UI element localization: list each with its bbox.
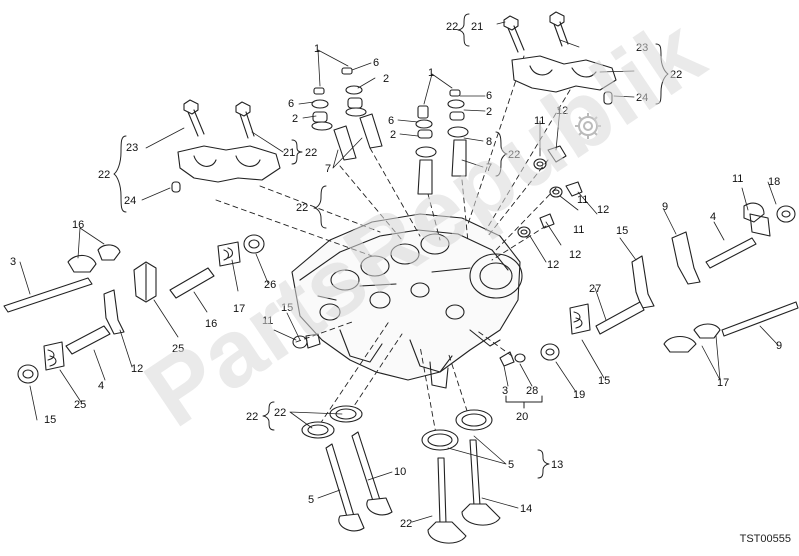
braces [113, 13, 669, 479]
callout: 13 [551, 459, 563, 471]
valve-spring-group-left [311, 67, 383, 161]
callout: 12 [569, 249, 581, 261]
callout: 6 [486, 90, 492, 102]
cylinder-head [291, 213, 523, 389]
valve-spring-group-right [415, 89, 469, 195]
callout: 27 [589, 283, 601, 295]
callout: 11 [534, 115, 545, 127]
callout: 16 [72, 219, 84, 231]
callout: 25 [74, 399, 86, 411]
callout: 22 [400, 518, 412, 530]
callout: 21 [471, 21, 483, 33]
callout: 3 [10, 256, 16, 268]
callout: 2 [383, 73, 389, 85]
valves-intake [325, 431, 393, 532]
callout: 17 [233, 303, 245, 315]
callout: 12 [556, 105, 568, 117]
callout: 2 [486, 106, 492, 118]
camshaft-cap-upper-right [503, 11, 617, 105]
callout: 16 [205, 318, 217, 330]
callout: 12 [131, 363, 143, 375]
callout: 11 [577, 194, 588, 206]
drawing-code: TST00555 [739, 533, 791, 545]
callout: 22 [508, 149, 520, 161]
callout: 22 [274, 407, 286, 419]
callout: 22 [246, 411, 258, 423]
callout-leaders [19, 21, 779, 523]
callout: 14 [520, 503, 532, 515]
callout: 18 [768, 176, 780, 188]
callout: 6 [373, 57, 379, 69]
gear-icon [575, 113, 601, 139]
callout: 28 [526, 385, 538, 397]
callout: 22 [98, 169, 110, 181]
valve-seats-exhaust [421, 409, 493, 451]
callout: 19 [573, 389, 585, 401]
callout: 10 [394, 466, 406, 478]
callout: 21 [283, 147, 295, 159]
plugs-and-washers-right [292, 145, 583, 349]
callout: 2 [292, 113, 298, 125]
bottom-fittings [499, 351, 526, 367]
callout: 4 [98, 380, 104, 392]
valve-seats-intake [301, 405, 363, 439]
callout: 23 [636, 42, 648, 54]
callout: 2 [390, 129, 396, 141]
callout: 15 [598, 375, 610, 387]
callout: 22 [446, 21, 458, 33]
callout: 12 [597, 204, 609, 216]
callout: 12 [547, 259, 559, 271]
callout: 1 [314, 43, 320, 55]
callout: 15 [281, 302, 293, 314]
callout: 24 [124, 195, 136, 207]
callout-labels: 22 21 23 22 24 1 6 2 6 2 1 6 2 6 2 8 7 2… [10, 21, 782, 530]
callout: 24 [636, 92, 648, 104]
callout: 22 [305, 147, 317, 159]
valves-exhaust [427, 439, 501, 544]
callout: 22 [296, 202, 308, 214]
callout: 11 [732, 173, 743, 185]
callout: 5 [308, 494, 314, 506]
callout: 25 [172, 343, 184, 355]
callout: 8 [486, 136, 492, 148]
rocker-assembly-left [3, 234, 265, 384]
callout: 15 [616, 225, 628, 237]
callout: 15 [44, 414, 56, 426]
watermark-text: PartsRepublik [127, 0, 722, 447]
callout: 11 [262, 315, 273, 327]
watermark: PartsRepublik [127, 0, 722, 447]
callout: 20 [516, 411, 528, 423]
callout: 22 [670, 69, 682, 81]
callout: 7 [486, 162, 492, 174]
callout: 26 [264, 279, 276, 291]
callout: 5 [508, 459, 514, 471]
callout: 9 [776, 340, 782, 352]
camshaft-cap-upper-left [171, 99, 281, 193]
callout: 9 [662, 201, 668, 213]
callout: 17 [717, 377, 729, 389]
callout: 1 [428, 67, 434, 79]
callout: 11 [573, 224, 584, 236]
callout: 6 [288, 98, 294, 110]
callout: 23 [126, 142, 138, 154]
callout: 6 [388, 115, 394, 127]
callout: 3 [502, 385, 508, 397]
callout: 4 [710, 211, 716, 223]
rocker-assembly-right [540, 202, 799, 361]
callout: 7 [325, 163, 331, 175]
